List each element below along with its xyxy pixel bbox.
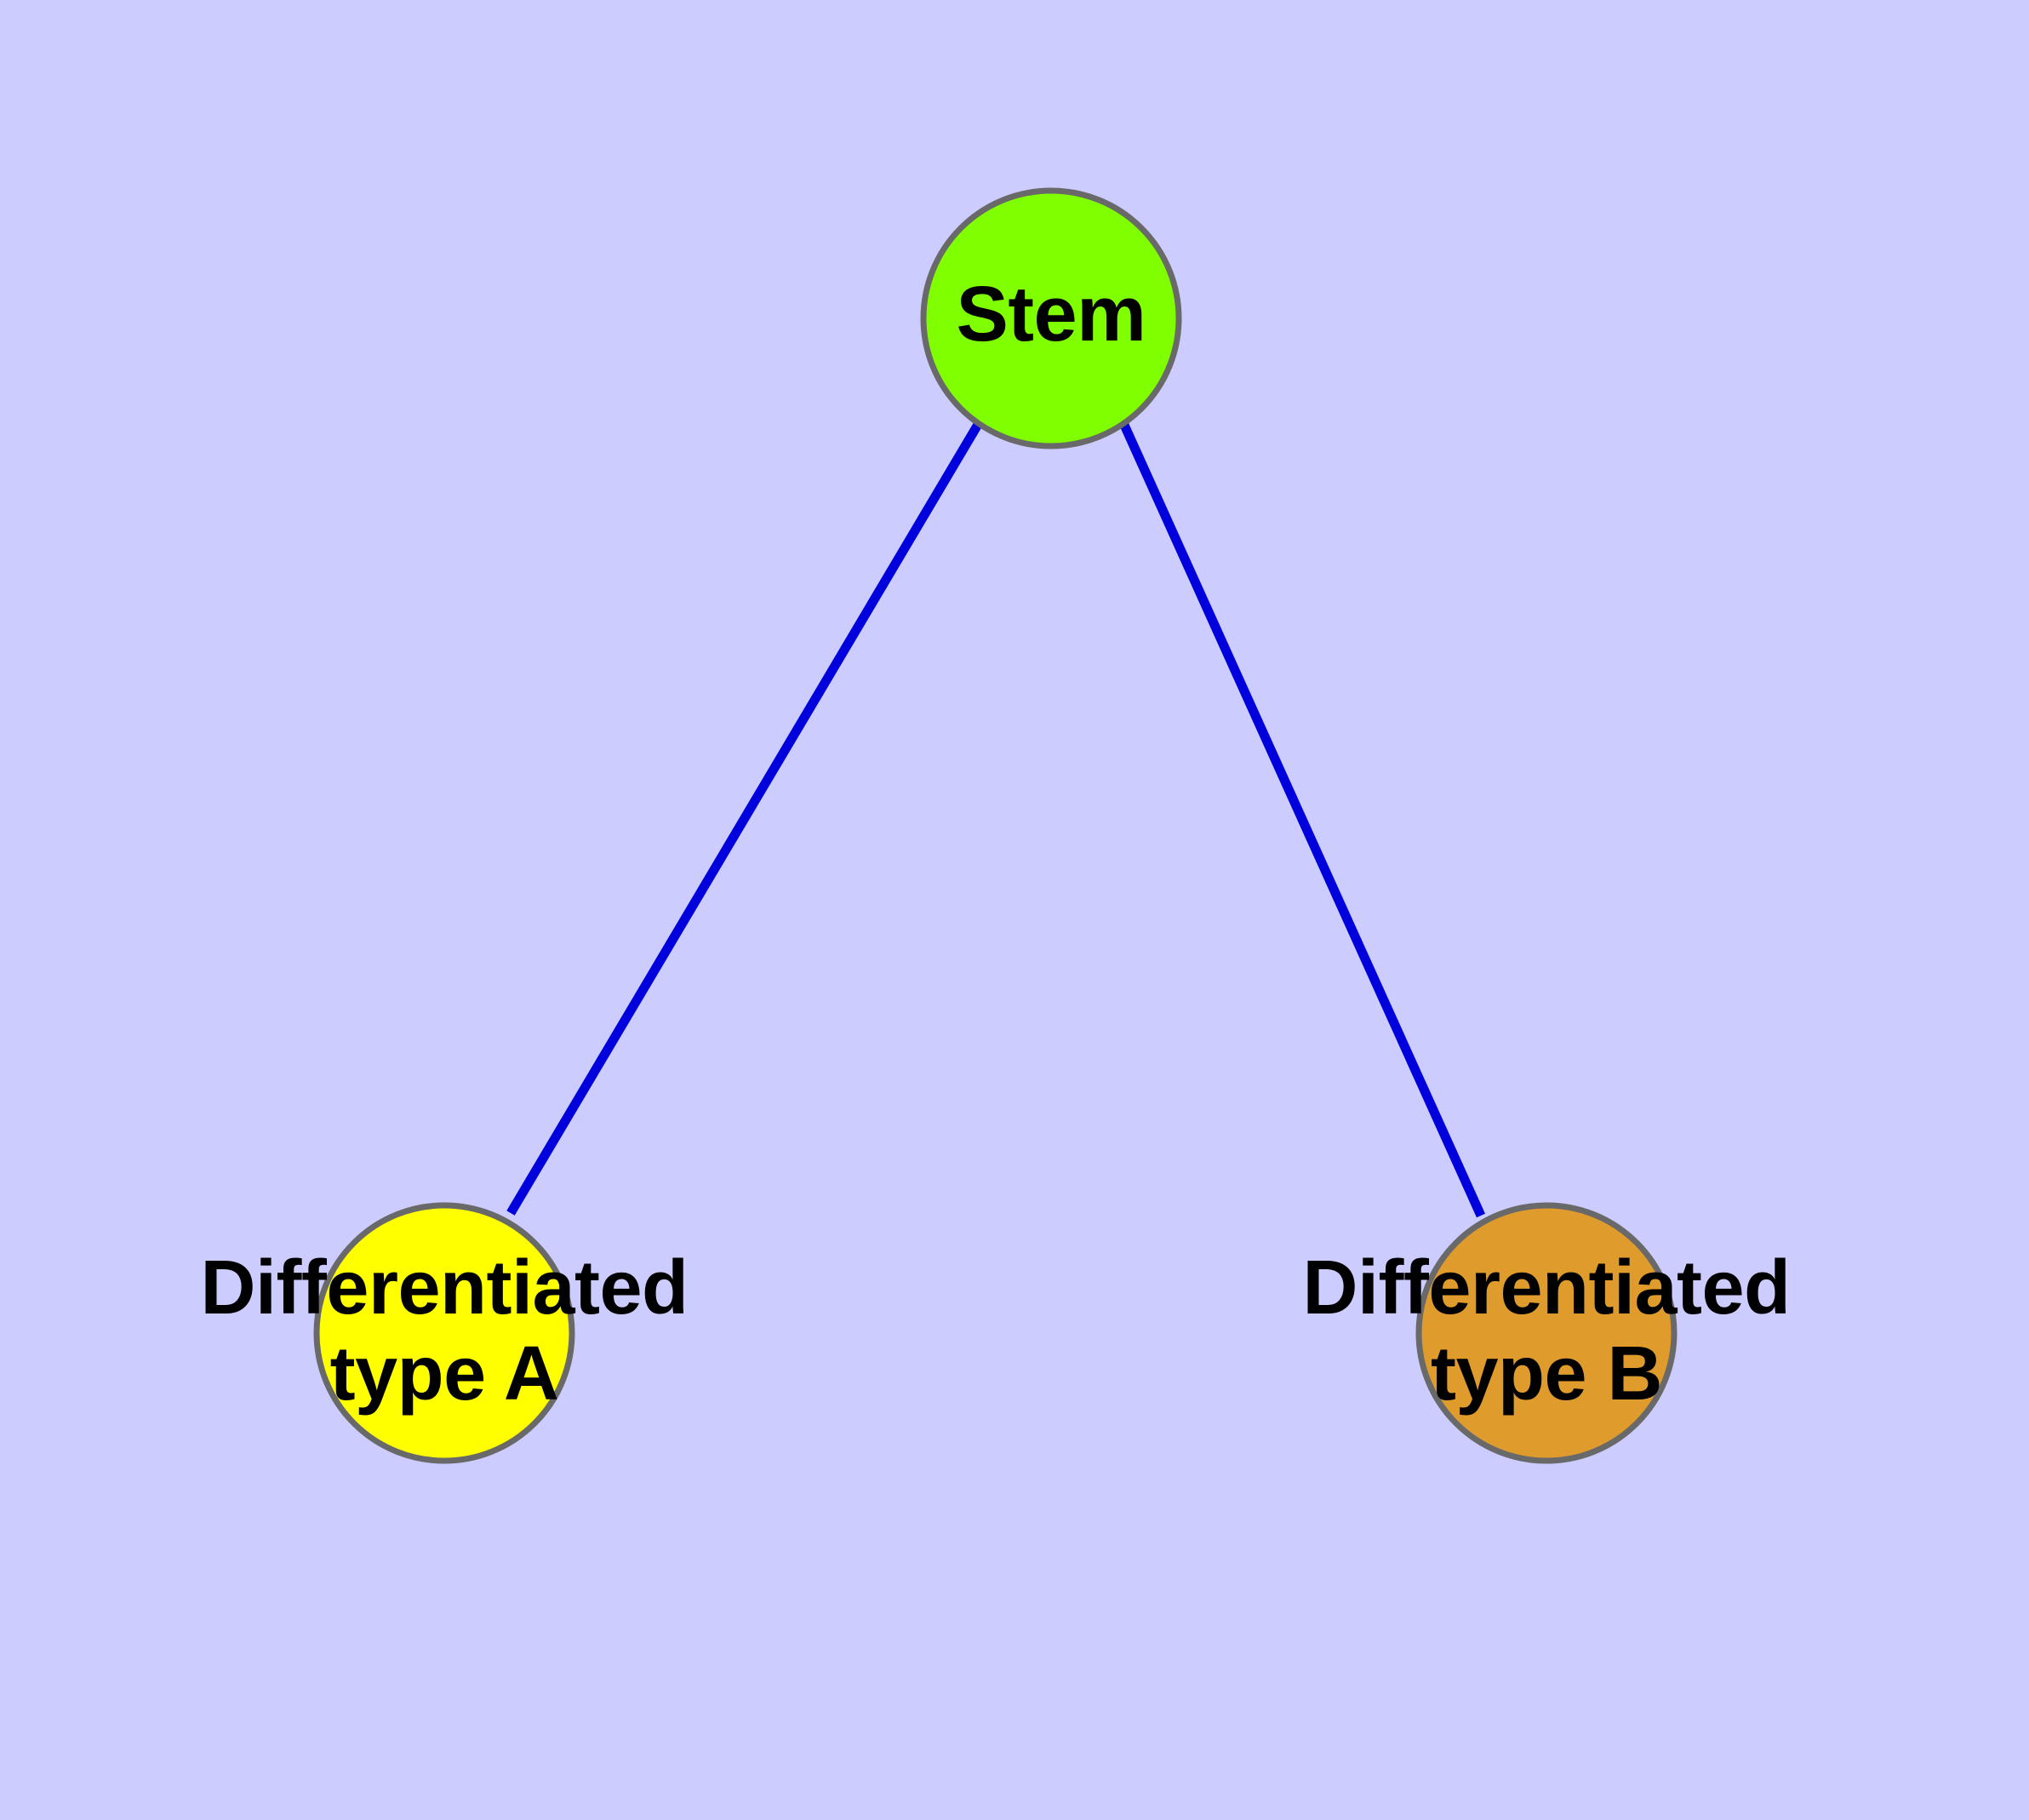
node-differentiated-type-a[interactable]: [313, 1202, 575, 1464]
edge-layer: [506, 421, 1486, 1218]
node-differentiated-type-b[interactable]: [1415, 1202, 1677, 1464]
node-layer: [313, 187, 1677, 1464]
edge-stem-to-differentiated-type-a[interactable]: [506, 421, 983, 1216]
node-stem[interactable]: [920, 187, 1182, 449]
edge-stem-to-differentiated-type-b[interactable]: [1118, 421, 1486, 1218]
